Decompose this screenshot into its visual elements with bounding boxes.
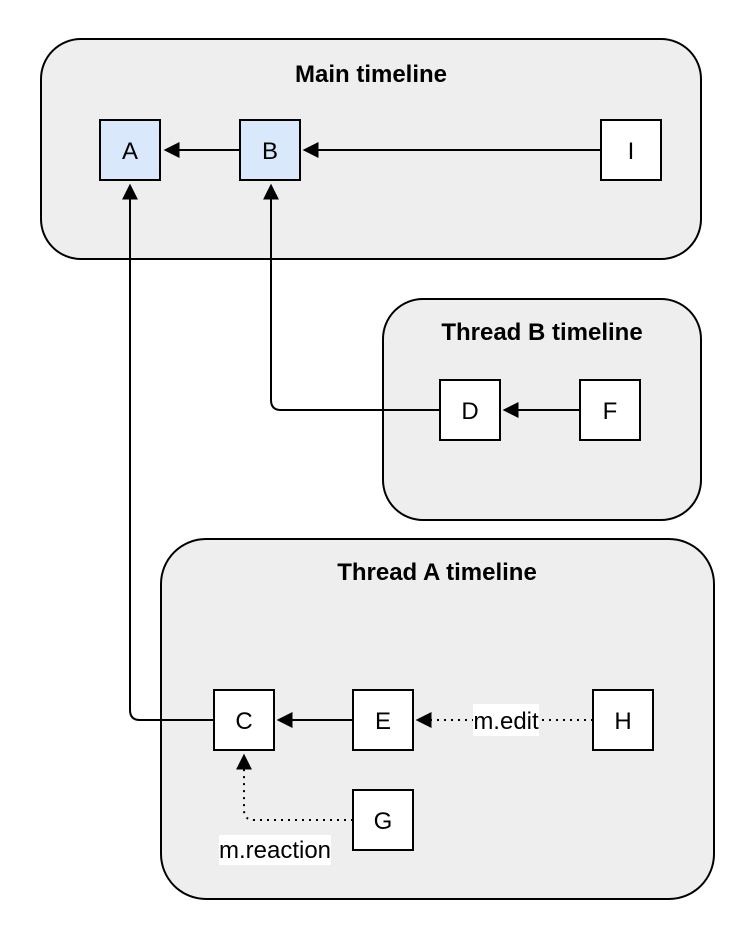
node-a-label: A [122,138,138,165]
node-e-label: E [375,708,391,735]
node-g: G [352,789,414,851]
node-c-label: C [235,708,252,735]
node-f-label: F [603,398,618,425]
node-i-label: I [628,138,635,165]
edge-label-m-reaction-bg [219,835,331,865]
edge-label-m-edit-text: m.edit [473,708,539,735]
node-d-label: D [461,398,478,425]
edge-label-m-edit-bg [473,704,539,736]
node-h-rect [592,689,654,751]
node-a: A [99,119,161,181]
edge-label-m-reaction: m.reaction [219,835,331,865]
container-thread-b-title: Thread B timeline [441,319,642,346]
node-e: E [352,689,414,751]
node-e-rect [352,689,414,751]
node-a-rect [99,119,161,181]
node-i-rect [600,119,662,181]
container-main-title: Main timeline [295,61,447,88]
node-g-label: G [374,808,393,835]
node-b-rect [239,119,301,181]
edge-label-m-edit: m.edit [473,704,539,736]
node-f: F [579,379,641,441]
node-g-rect [352,789,414,851]
edge-d-to-b [263,183,440,411]
node-b: B [239,119,301,181]
node-c-rect [213,689,275,751]
edge-c-to-a [122,183,214,721]
node-f-rect [579,379,641,441]
node-c: C [213,689,275,751]
container-thread-a-title: Thread A timeline [337,559,537,586]
node-b-label: B [262,138,278,165]
node-i: I [600,119,662,181]
edge-label-m-reaction-text: m.reaction [219,837,331,864]
node-d: D [439,379,501,441]
node-h: H [592,689,654,751]
node-d-rect [439,379,501,441]
edge-g-to-c [236,753,353,821]
node-h-label: H [614,708,631,735]
